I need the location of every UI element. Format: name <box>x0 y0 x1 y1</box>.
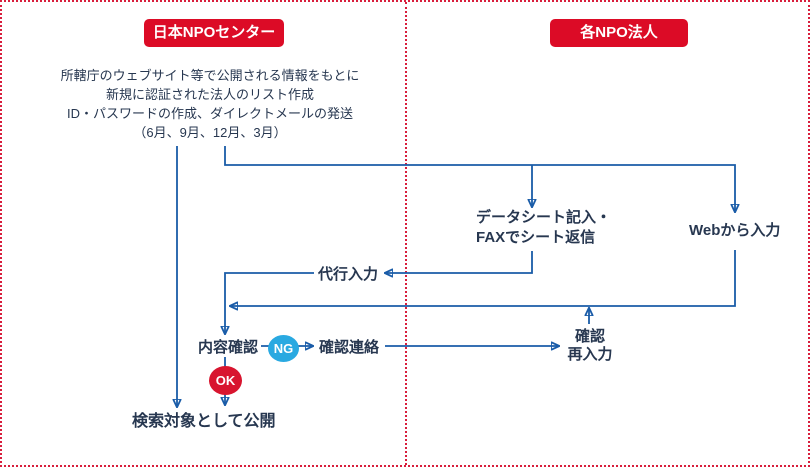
connector-datasheet-to-proxy-input <box>385 251 533 273</box>
header-npo-center: 日本NPOセンター <box>144 19 284 47</box>
note-line-4: （6月、9月、12月、3月） <box>133 125 287 140</box>
note-line-3: ID・パスワードの作成、ダイレクトメールの発送 <box>66 106 353 121</box>
node-publish-searchable: 検索対象として公開 <box>132 413 276 430</box>
connector-web-input-to-content-check <box>230 250 736 306</box>
node-web-input: Webから入力 <box>689 222 781 239</box>
header-npo-corporations: 各NPO法人 <box>550 19 688 47</box>
node-datasheet-line-2: FAXでシート返信 <box>476 229 596 246</box>
note-line-2: 新規に認証された法人のリスト作成 <box>105 87 314 102</box>
node-proxy-input: 代行入力 <box>318 266 379 283</box>
node-reinput-line-2: 再入力 <box>567 346 613 363</box>
node-datasheet-line-1: データシート記入・ <box>476 209 612 226</box>
node-content-check: 内容確認 <box>198 339 259 356</box>
node-confirm-contact: 確認連絡 <box>319 339 380 356</box>
node-reinput-line-1: 確認 <box>574 328 605 345</box>
node-datasheet-fax: データシート記入・ FAXでシート返信 <box>476 208 611 248</box>
node-confirm-reinput: 確認 再入力 <box>559 328 621 364</box>
column-divider <box>405 2 407 465</box>
note-line-1: 所轄庁のウェブサイト等で公開される情報をもとに <box>60 68 360 83</box>
connector-branch-top-to-web-input <box>224 146 735 212</box>
ng-badge: NG <box>268 335 299 362</box>
connector-proxy-input-to-content-check <box>225 272 314 334</box>
list-creation-note: 所轄庁のウェブサイト等で公開される情報をもとに 新規に認証された法人のリスト作成… <box>56 66 364 142</box>
ok-badge: OK <box>209 366 242 395</box>
